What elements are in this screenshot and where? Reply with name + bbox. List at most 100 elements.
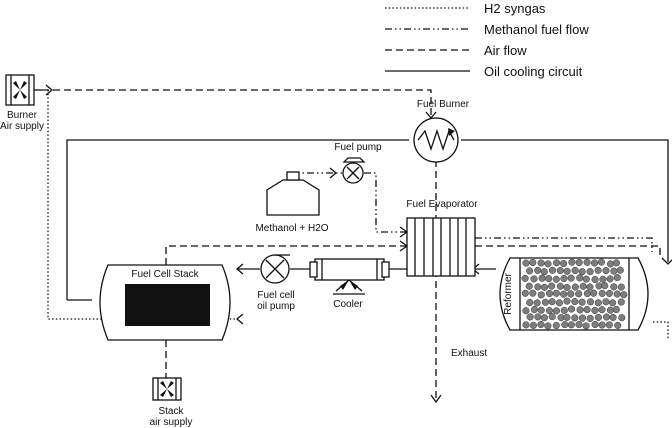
catalyst-pellet [586, 298, 595, 306]
catalyst-pellet [597, 258, 605, 266]
catalyst-pellet [590, 289, 598, 297]
catalyst-pellet [602, 298, 610, 306]
catalyst-pellet [609, 299, 617, 307]
catalyst-pellet [582, 275, 590, 283]
stack-air-supply-label-line1: Stack [158, 406, 184, 417]
reformer-label: Reformer [503, 272, 514, 314]
stack-air-fan [152, 377, 182, 401]
air-flow-lines [42, 89, 661, 400]
catalyst-pellet [591, 275, 599, 284]
catalyst-pellet [563, 313, 571, 321]
catalyst-pellet [599, 275, 607, 283]
methanol-flow-lines [288, 172, 653, 252]
catalyst-pellet [534, 313, 542, 321]
fuel-cell-stack-core [125, 284, 210, 326]
catalyst-pellet [567, 305, 576, 313]
fuel-cell-oil-pump [260, 254, 290, 284]
fuel-burner-label: Fuel Burner [417, 99, 470, 110]
catalyst-pellet [617, 298, 625, 306]
fuel-cell-stack [99, 264, 231, 341]
catalyst-pellet [583, 306, 591, 314]
catalyst-pellet [614, 321, 622, 329]
reformer-catalyst-pellets [521, 258, 628, 330]
catalyst-pellet [548, 313, 556, 321]
catalyst-pellet [605, 289, 613, 297]
catalyst-pellet [556, 266, 564, 275]
catalyst-pellet [567, 321, 575, 329]
catalyst-pellet [560, 290, 568, 298]
catalyst-pellet [575, 290, 583, 298]
catalyst-pellet [606, 260, 615, 268]
catalyst-pellet [575, 320, 583, 329]
catalyst-pellet [579, 282, 587, 290]
fuel-evaporator-label: Fuel Evaporator [406, 199, 478, 210]
catalyst-pellet [522, 321, 530, 329]
oil-cooling-circuit [66, 139, 669, 301]
catalyst-pellet [582, 322, 590, 330]
legend-label-air: Air flow [484, 43, 527, 58]
catalyst-pellet [568, 258, 576, 266]
catalyst-pellet [606, 275, 614, 283]
oil-pump-label-line2: oil pump [257, 301, 295, 312]
catalyst-pellet [529, 258, 537, 267]
exhaust-label: Exhaust [451, 348, 487, 359]
catalyst-pellet [598, 306, 606, 314]
catalyst-pellet [545, 275, 553, 283]
stack-air-supply-label-line2: air supply [150, 417, 193, 428]
catalyst-pellet [578, 298, 586, 306]
cooler [309, 258, 390, 295]
catalyst-pellet [530, 275, 538, 283]
catalyst-pellet [609, 313, 617, 321]
catalyst-pellet [561, 321, 569, 329]
catalyst-pellet [521, 274, 529, 282]
legend: H2 syngas Methanol fuel flow Air flow Oi… [385, 1, 589, 79]
catalyst-pellet [563, 283, 571, 291]
catalyst-pellet [610, 267, 618, 275]
catalyst-pellet [537, 259, 545, 267]
catalyst-pellet [612, 305, 620, 314]
catalyst-pellet [548, 282, 556, 290]
catalyst-pellet [560, 260, 568, 268]
reformer [499, 257, 649, 331]
catalyst-pellet [544, 322, 552, 330]
catalyst-pellet [591, 306, 599, 314]
burner-air-supply-label-line1: Burner [7, 110, 38, 121]
fuel-pump [342, 157, 366, 184]
catalyst-pellet [548, 266, 557, 274]
catalyst-pellet [540, 314, 548, 322]
catalyst-pellet [590, 259, 599, 267]
catalyst-pellet [578, 314, 587, 322]
catalyst-pellet [533, 299, 541, 307]
catalyst-pellet [541, 298, 549, 306]
catalyst-pellet [578, 268, 586, 276]
catalyst-pellet [602, 313, 611, 321]
catalyst-pellet [613, 274, 621, 282]
catalyst-pellet [525, 282, 533, 290]
catalyst-pellet [586, 314, 594, 322]
catalyst-pellet [563, 297, 571, 305]
catalyst-pellet [612, 259, 620, 267]
catalyst-pellet [545, 289, 554, 298]
catalyst-pellet [586, 268, 594, 276]
catalyst-pellet [616, 266, 624, 274]
catalyst-pellet [598, 289, 606, 297]
catalyst-pellet [583, 258, 591, 266]
catalyst-pellet [591, 320, 599, 329]
methanol-tank [266, 171, 320, 216]
catalyst-pellet [540, 283, 549, 291]
fuel-pump-label: Fuel pump [334, 142, 382, 153]
catalyst-pellet [545, 307, 553, 315]
catalyst-pellet [601, 282, 609, 290]
oil-pump-label-line1: Fuel cell [257, 290, 294, 301]
catalyst-pellet [613, 290, 621, 298]
fuel-cell-stack-label: Fuel Cell Stack [131, 269, 199, 280]
catalyst-pellet [571, 298, 579, 306]
catalyst-pellet [583, 289, 591, 298]
catalyst-pellet [552, 307, 561, 315]
catalyst-pellet [552, 275, 560, 283]
legend-label-h2-syngas: H2 syngas [484, 1, 546, 16]
catalyst-pellet [534, 283, 542, 291]
legend-label-oil: Oil cooling circuit [484, 64, 583, 79]
catalyst-pellet [560, 274, 568, 283]
